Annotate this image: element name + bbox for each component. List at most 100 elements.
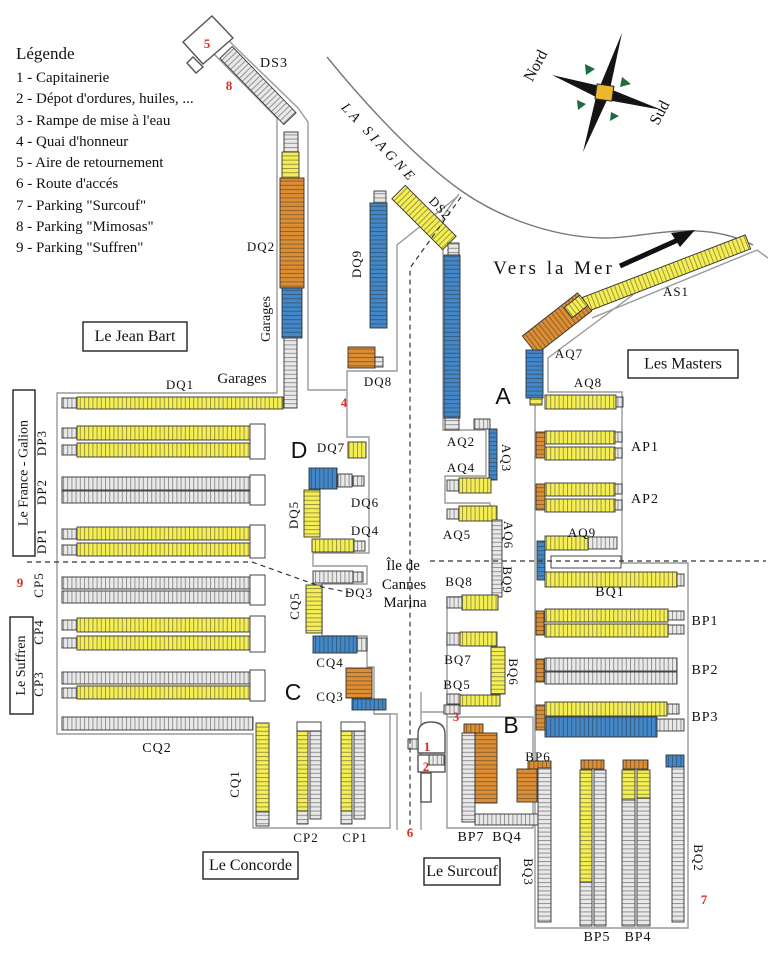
dock-cq2 <box>61 716 254 731</box>
dock-bp7 <box>461 732 476 823</box>
poi-marker-8: 8 <box>226 78 233 93</box>
dock-dp1 <box>249 524 266 559</box>
legend-title: Légende <box>16 44 75 63</box>
map-label-cp5: CP5 <box>31 572 46 597</box>
map-label-ap1: AP1 <box>631 440 659 455</box>
map-label-cp1: CP1 <box>342 830 367 845</box>
dock-aq7 <box>525 349 544 399</box>
compass-tick-icon <box>577 100 586 110</box>
map-label-as1: AS1 <box>663 284 689 299</box>
dock-bp6 <box>516 768 538 803</box>
dock-cp5 <box>61 576 251 590</box>
map-label-dq5: DQ5 <box>286 501 301 529</box>
map-label-dq7: DQ7 <box>317 440 345 455</box>
map-label-bq8: BQ8 <box>445 574 473 589</box>
dock-bq2 <box>665 754 685 768</box>
map-label-bp7: BP7 <box>457 830 484 845</box>
map-label-bp2: BP2 <box>691 663 718 678</box>
map-label-ap2: AP2 <box>631 492 659 507</box>
map-label-bq3: BQ3 <box>521 858 536 886</box>
boat-ramp <box>443 704 461 715</box>
map-label-b: B <box>503 712 518 738</box>
dock-dq8 <box>347 346 376 369</box>
dock-ap1 <box>614 431 623 443</box>
dock-cp2 <box>309 730 322 820</box>
dock-dq3 <box>352 571 364 583</box>
map-label-cq5: CQ5 <box>287 592 302 620</box>
map-label-ds3: DS3 <box>260 56 288 71</box>
area-box-label: Le Jean Bart <box>95 328 176 345</box>
dock-ds3 <box>219 45 297 126</box>
dock-dq8 <box>374 356 384 368</box>
area-box-le-suffren: Le Suffren <box>9 616 34 715</box>
dock-ap2 <box>614 483 623 495</box>
dock-bp3 <box>535 704 546 731</box>
map-label-vers-la-mer: Vers la Mer <box>493 258 615 279</box>
b-section-quay <box>446 293 689 929</box>
dock-dq9 <box>373 190 387 204</box>
dock-bp1 <box>544 623 669 638</box>
map-label-cq2: CQ2 <box>142 741 171 756</box>
map-label-bq9: BQ9 <box>500 566 515 594</box>
dock-bq7 <box>446 632 461 646</box>
channel-west-wall <box>56 53 391 829</box>
legend-item: 9 - Parking "Suffren" <box>16 240 144 257</box>
area-box-le-surcouf: Le Surcouf <box>423 857 501 886</box>
legend-item: 5 - Aire de retournement <box>16 155 164 172</box>
dock-aq5 <box>458 505 498 522</box>
dock-cq4 <box>356 637 368 652</box>
map-label-bp5: BP5 <box>583 930 610 945</box>
map-label-bq2: BQ2 <box>691 844 706 872</box>
dock-aq4 <box>446 479 460 492</box>
map-label-bq5: BQ5 <box>443 677 471 692</box>
dock-cp3 <box>61 671 251 685</box>
dock-aq4 <box>458 477 492 494</box>
dock-dq2 <box>283 337 298 409</box>
map-label-cq3: CQ3 <box>316 689 344 704</box>
dock-dp1 <box>61 544 78 556</box>
map-label-dq8: DQ8 <box>364 374 392 389</box>
dock-ap1 <box>544 446 616 461</box>
dock-aq8 <box>615 396 624 408</box>
legend-item: 4 - Quai d'honneur <box>16 133 129 150</box>
dock-bq5 <box>459 694 501 707</box>
dock-dp1 <box>76 542 251 557</box>
dock-dp2 <box>61 490 251 504</box>
area-box-label: Le Surcouf <box>426 863 498 880</box>
dock-cq1 <box>255 811 270 827</box>
map-label-île-de: Île de <box>386 557 420 574</box>
dock-dp3 <box>61 427 78 439</box>
dock-cp2 <box>296 810 309 825</box>
poi-marker-7: 7 <box>701 892 708 907</box>
dock-cp4 <box>76 635 251 651</box>
dock-dq6 <box>308 467 338 490</box>
area-box-le-france-galion: Le France - Galion <box>12 389 36 557</box>
map-label-garages: Garages <box>217 371 266 387</box>
area-box-label: Les Masters <box>644 356 722 373</box>
pier-building <box>420 772 432 803</box>
area-box-les-masters: Les Masters <box>627 349 739 379</box>
dock-ap2 <box>544 498 616 513</box>
dock-aq2 <box>473 418 491 430</box>
dock-dp3 <box>249 423 266 460</box>
map-label-dq4: DQ4 <box>351 523 379 538</box>
road-overlays <box>27 196 766 830</box>
dock-bq2 <box>671 766 685 923</box>
dock-cp1 <box>340 730 353 812</box>
map-label-bp3: BP3 <box>691 710 718 725</box>
compass-tick-icon <box>620 77 631 87</box>
dock-cp4 <box>249 615 266 653</box>
dock-bp3 <box>544 716 658 738</box>
dock-bp5 <box>579 769 593 883</box>
map-label-cp3: CP3 <box>31 671 46 696</box>
dock-cq4 <box>312 635 358 654</box>
compass-rose <box>552 33 662 152</box>
poi-marker-6: 6 <box>407 825 414 840</box>
map-label-aq2: AQ2 <box>447 434 475 449</box>
map-label-bq4: BQ4 <box>492 830 521 845</box>
map-label-aq4: AQ4 <box>447 460 475 475</box>
map-label-cp4: CP4 <box>31 619 46 644</box>
map-label-bq7: BQ7 <box>444 652 472 667</box>
dock-bq5 <box>446 693 461 705</box>
dock-dq2 <box>281 151 300 179</box>
